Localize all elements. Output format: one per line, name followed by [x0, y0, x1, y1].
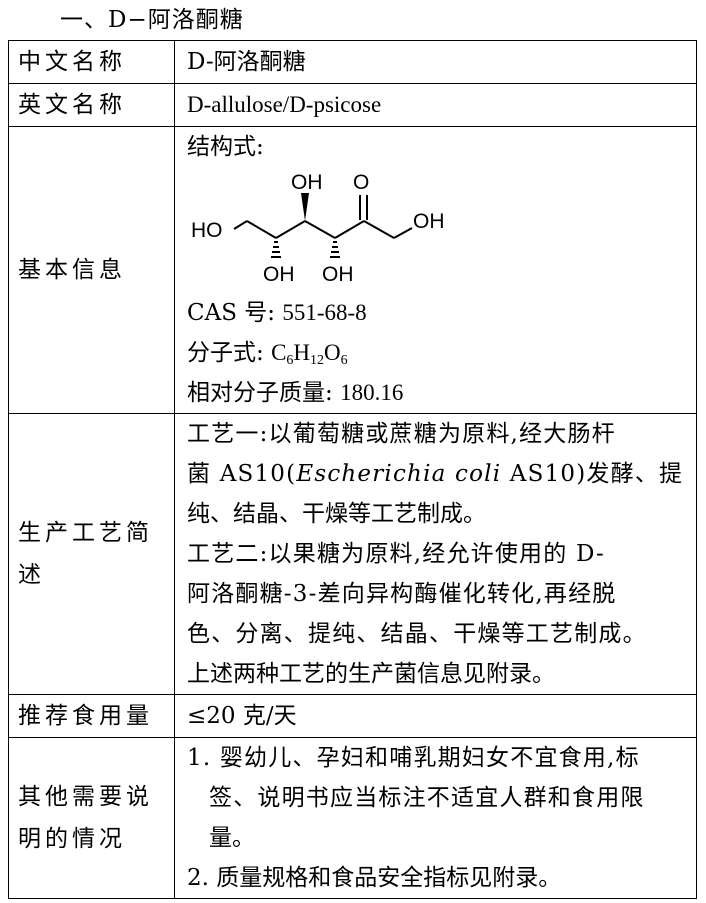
- value-en-name: D-allulose/D-psicose: [174, 83, 697, 127]
- table-row: 中文名称 D-阿洛酮糖: [8, 40, 697, 84]
- process-1-line: 菌 AS10(Escherichia coli AS10)发酵、提: [187, 461, 684, 487]
- label-process: 生产工艺简述: [8, 413, 175, 695]
- label-other: 其他需要说明的情况: [8, 737, 175, 899]
- atom-label: OH: [322, 263, 354, 286]
- bond: [334, 220, 365, 239]
- table-row: 推荐食用量 ≤20 克/天: [8, 694, 697, 738]
- note-item-1: 签、说明书应当标注不适宜人群和食用限: [209, 785, 645, 811]
- table-row: 基本信息 结构式:: [8, 126, 697, 414]
- note-item-2: 2. 质量规格和食品安全指标见附录。: [187, 865, 562, 891]
- label-basic-info: 基本信息: [8, 126, 175, 414]
- value-other: 1. 婴幼儿、孕妇和哺乳期妇女不宜食用,标 签、说明书应当标注不适宜人群和食用限…: [174, 737, 697, 899]
- value-basic-info: 结构式:: [174, 126, 697, 414]
- process-1-line: 纯、结晶、干燥等工艺制成。: [187, 501, 486, 527]
- bond: [233, 220, 248, 230]
- process-2-line: 工艺二:以果糖为原料,经允许使用的 D-: [187, 541, 606, 567]
- table-row: 英文名称 D-allulose/D-psicose: [8, 83, 697, 127]
- process-note: 上述两种工艺的生产菌信息见附录。: [187, 661, 555, 687]
- note-item-1: 量。: [209, 825, 255, 851]
- formula-value: C6H12O6: [271, 340, 348, 368]
- mw-label: 相对分子质量:: [187, 380, 333, 406]
- atom-label: OH: [291, 171, 323, 194]
- psicose-structure-diagram: OH O HO OH OH OH: [191, 171, 445, 286]
- hash-bond: [271, 241, 281, 258]
- wedge-bond: [301, 193, 309, 221]
- table-row: 生产工艺简述 工艺一:以葡萄糖或蔗糖为原料,经大肠杆 菌 AS10(Escher…: [8, 413, 697, 695]
- atom-label: HO: [191, 219, 223, 242]
- bond: [246, 220, 277, 239]
- structure-label: 结构式:: [187, 134, 264, 160]
- value-cn-name: D-阿洛酮糖: [174, 40, 697, 84]
- table-row: 其他需要说明的情况 1. 婴幼儿、孕妇和哺乳期妇女不宜食用,标 签、说明书应当标…: [8, 737, 697, 899]
- atom-label: OH: [413, 210, 445, 233]
- bond: [275, 220, 306, 239]
- cas-label: CAS 号:: [187, 300, 276, 326]
- value-dosage: ≤20 克/天: [174, 694, 697, 738]
- process-1-line: 工艺一:以葡萄糖或蔗糖为原料,经大肠杆: [187, 421, 616, 447]
- hash-bond: [330, 241, 340, 258]
- value-process: 工艺一:以葡萄糖或蔗糖为原料,经大肠杆 菌 AS10(Escherichia c…: [174, 413, 697, 695]
- bond: [393, 227, 413, 239]
- bond: [363, 220, 395, 239]
- cas-value: 551-68-8: [282, 300, 367, 325]
- label-cn-name: 中文名称: [8, 40, 175, 84]
- formula-line: 分子式: C6H12O6: [187, 333, 688, 373]
- note-item-1: 1. 婴幼儿、孕妇和哺乳期妇女不宜食用,标: [187, 745, 640, 771]
- formula-label: 分子式:: [187, 340, 264, 366]
- info-table: 中文名称 D-阿洛酮糖 英文名称 D-allulose/D-psicose 基本…: [8, 40, 697, 899]
- section-heading: 一、D−阿洛酮糖: [60, 7, 244, 33]
- structure-formula: OH O HO OH OH OH: [187, 167, 688, 293]
- label-en-name: 英文名称: [8, 83, 175, 127]
- cas-line: CAS 号: 551-68-8: [187, 293, 688, 333]
- label-dosage: 推荐食用量: [8, 694, 175, 738]
- process-2-line: 阿洛酮糖-3-差向异构酶催化转化,再经脱: [187, 581, 617, 607]
- process-2-line: 色、分离、提纯、结晶、干燥等工艺制成。: [187, 621, 647, 647]
- atom-label: OH: [263, 263, 295, 286]
- atom-label: O: [353, 171, 369, 194]
- mw-value: 180.16: [340, 380, 404, 405]
- bond: [304, 220, 336, 239]
- molecular-weight-line: 相对分子质量: 180.16: [187, 373, 688, 413]
